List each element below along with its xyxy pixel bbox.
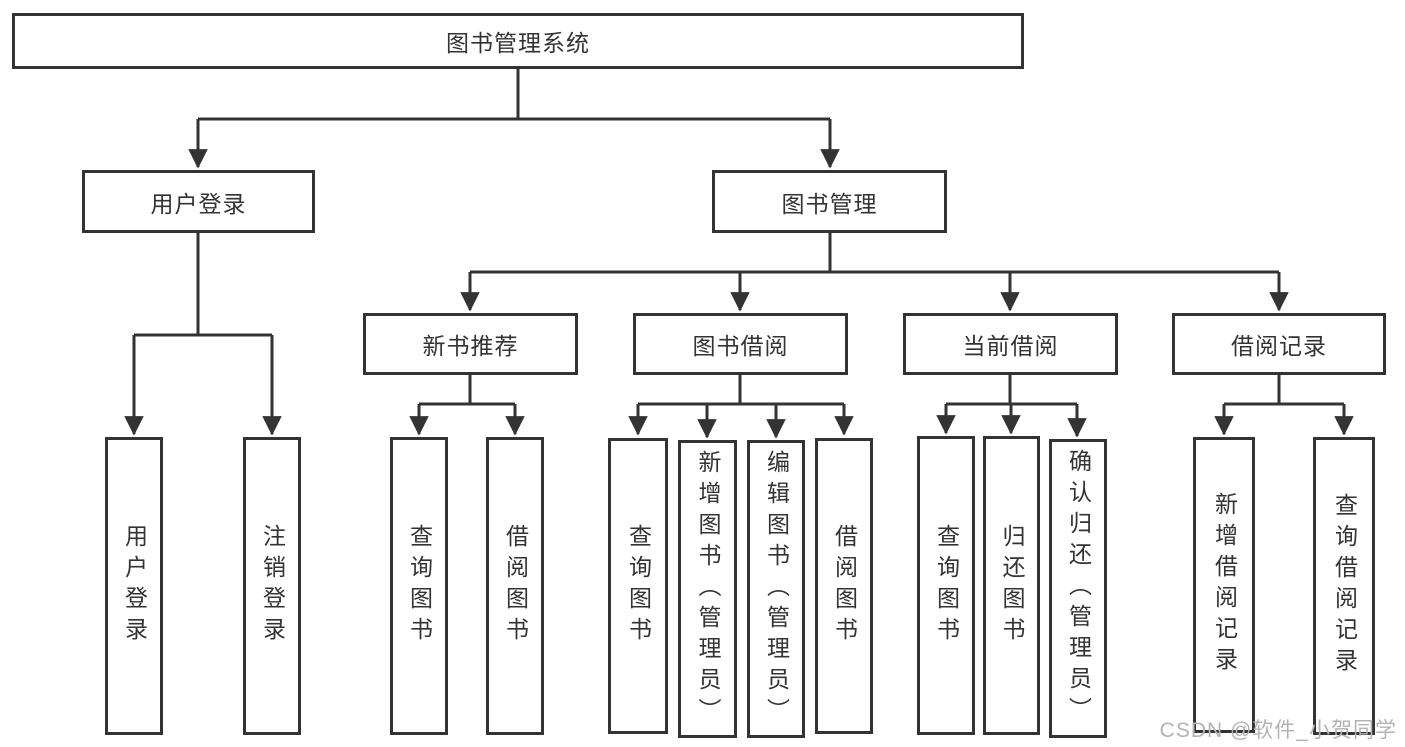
node-book-borrow: 图书借阅 [633,313,848,375]
leaf-logout: 注销登录 [243,437,301,735]
leaf-label: 查询借阅记录 [1331,493,1358,679]
leaf-records-query-borrow-record: 查询借阅记录 [1313,437,1375,735]
leaf-label: 借阅图书 [831,524,858,648]
leaf-current-query-books: 查询图书 [917,436,975,735]
leaf-label: 编辑图书（管理员） [763,449,790,729]
leaf-label: 新增借阅记录 [1211,492,1238,678]
leaf-borrow-query-books: 查询图书 [608,438,668,734]
csdn-watermark: CSDN @软件_小贺同学 [1159,719,1397,742]
leaf-label: 借阅图书 [502,524,529,648]
leaf-label: 查询图书 [625,524,652,648]
leaf-borrow-edit-books-admin: 编辑图书（管理员） [747,440,805,738]
node-new-book-recommend: 新书推荐 [363,313,578,375]
leaf-label: 注销登录 [259,524,286,648]
leaf-records-add-borrow-record: 新增借阅记录 [1193,437,1255,733]
node-book-management: 图书管理 [712,170,947,233]
leaf-label: 用户登录 [121,524,148,648]
node-book-management-system: 图书管理系统 [12,13,1024,69]
leaf-label: 确认归还（管理员） [1065,449,1092,728]
leaf-newbook-borrow-books: 借阅图书 [486,437,544,735]
node-current-borrow: 当前借阅 [903,313,1118,375]
leaf-label: 查询图书 [933,523,960,648]
node-borrow-records: 借阅记录 [1172,313,1386,375]
leaf-borrow-borrow-books: 借阅图书 [815,438,873,734]
leaf-label: 查询图书 [406,524,433,648]
leaf-label: 归还图书 [999,523,1025,648]
leaf-label: 新增图书（管理员） [695,449,721,729]
node-user-login: 用户登录 [82,170,315,233]
leaf-current-confirm-return-admin: 确认归还（管理员） [1049,439,1107,738]
leaf-current-return-books: 归还图书 [983,436,1040,735]
leaf-borrow-add-books-admin: 新增图书（管理员） [678,440,737,738]
leaf-user-login: 用户登录 [105,437,163,735]
leaf-newbook-query-books: 查询图书 [390,437,448,735]
